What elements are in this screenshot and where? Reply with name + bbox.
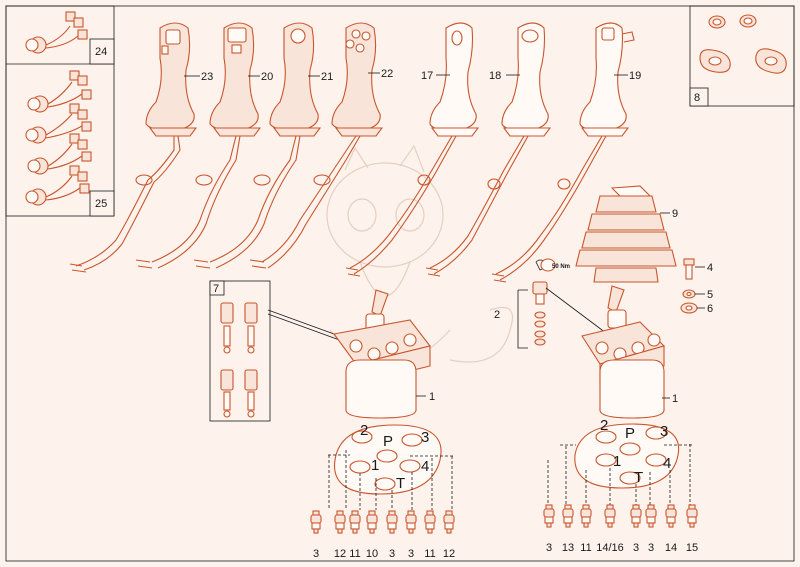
bottom-label-left-7: 11	[424, 548, 435, 560]
bottom-label-left-6: 3	[408, 548, 414, 560]
plunger-set	[220, 302, 258, 418]
callout-9: 9	[672, 208, 678, 220]
cable-harness-25	[25, 70, 92, 206]
screw-4	[683, 258, 695, 280]
callout-18: 18	[489, 70, 501, 82]
plunger-left-5	[386, 510, 398, 534]
handles-group	[69, 22, 635, 283]
joystick-handle-22	[249, 22, 384, 269]
callout-21: 21	[321, 71, 333, 83]
seal-kit-8	[699, 14, 787, 74]
bottom-labels-left: 3 12 11 10 3 3 11 12	[313, 548, 455, 560]
port-label-4-left: 4	[421, 458, 429, 475]
bottom-label-left-8: 12	[443, 548, 455, 560]
bottom-label-right-4: 14/16	[596, 542, 624, 554]
plunger-right-6	[645, 504, 657, 528]
outer-frame	[5, 5, 795, 562]
bellow-boot-9	[575, 185, 677, 283]
plunger-right-3	[580, 504, 592, 528]
cable-harness-24	[25, 11, 88, 54]
plunger-right-7	[665, 504, 677, 528]
callout-23: 23	[201, 71, 213, 83]
detail-box-7	[209, 280, 346, 422]
port-label-P-left: P	[383, 433, 393, 450]
plunger-right-1	[543, 504, 555, 528]
bottom-label-left-1: 3	[313, 548, 319, 560]
adjustment-kit-2	[517, 258, 611, 349]
callout-1-left: 1	[429, 391, 435, 403]
flat-washer-6	[680, 302, 698, 314]
port-label-P-right: P	[625, 425, 635, 442]
port-label-2-left: 2	[360, 422, 368, 439]
plunger-left-3	[349, 510, 361, 534]
port-plate-left	[328, 424, 454, 510]
port-plate-right	[547, 423, 692, 510]
port-label-T-right: T	[634, 469, 643, 486]
plunger-left-4	[366, 510, 378, 534]
valve-body-left	[333, 289, 431, 419]
joystick-handle-23	[69, 22, 198, 273]
callout-5: 5	[707, 289, 713, 301]
callout-24: 24	[95, 46, 107, 58]
callout-8: 8	[694, 92, 700, 104]
lock-washer-5	[682, 289, 696, 299]
plunger-left-2	[334, 510, 346, 534]
plunger-left-1	[310, 510, 322, 534]
joystick-handle-21	[193, 22, 322, 269]
plungers-left	[310, 510, 455, 534]
bottom-label-right-6: 3	[648, 542, 654, 554]
bottom-label-right-8: 15	[686, 542, 698, 554]
joystick-handle-20	[135, 22, 262, 269]
handle-leaders	[184, 72, 628, 77]
joystick-handle-19	[491, 22, 635, 283]
bottom-label-right-2: 13	[562, 542, 574, 554]
bottom-label-left-5: 3	[389, 548, 395, 560]
bottom-label-left-3: 11	[349, 548, 360, 560]
cable-panel	[5, 5, 115, 217]
plunger-left-6	[405, 510, 417, 534]
port-label-3-right: 3	[660, 423, 668, 440]
bottom-label-right-3: 11	[580, 542, 591, 554]
nut-assembly	[532, 281, 548, 346]
callout-17: 17	[421, 70, 433, 82]
callout-7: 7	[213, 283, 219, 295]
joystick-handle-18	[425, 22, 552, 277]
callout-2: 2	[494, 309, 500, 321]
valve-body-right	[581, 285, 670, 419]
hardware-stack	[680, 258, 705, 314]
port-label-1-right: 1	[613, 453, 621, 470]
bottom-label-left-2: 12	[334, 548, 346, 560]
bottom-labels-right: 3 13 11 14/16 3 3 14 15	[546, 542, 698, 554]
port-label-1-left: 1	[371, 457, 379, 474]
bottom-label-left-4: 10	[366, 548, 378, 560]
callout-1-right: 1	[672, 393, 678, 405]
plunger-left-8	[443, 510, 455, 534]
callout-4: 4	[707, 262, 713, 274]
plunger-right-2	[562, 504, 574, 528]
bottom-label-right-1: 3	[546, 542, 552, 554]
torque-spec: 50 Nm	[552, 264, 570, 270]
callout-22: 22	[381, 68, 393, 80]
callout-20: 20	[261, 71, 273, 83]
callout-25: 25	[95, 198, 107, 210]
port-label-3-left: 3	[421, 429, 429, 446]
plunger-right-8	[686, 504, 698, 528]
plungers-right	[543, 504, 698, 528]
port-label-2-right: 2	[600, 417, 608, 434]
port-label-T-left: T	[396, 475, 405, 492]
bottom-label-right-5: 3	[633, 542, 639, 554]
bottom-label-right-7: 14	[665, 542, 677, 554]
joystick-handle-17	[345, 22, 480, 277]
port-label-4-right: 4	[663, 455, 671, 472]
plunger-right-4	[604, 504, 616, 528]
plunger-left-7	[424, 510, 436, 534]
callout-6: 6	[707, 303, 713, 315]
plunger-right-5	[630, 504, 642, 528]
callout-19: 19	[629, 70, 641, 82]
seal-panel	[689, 5, 795, 107]
